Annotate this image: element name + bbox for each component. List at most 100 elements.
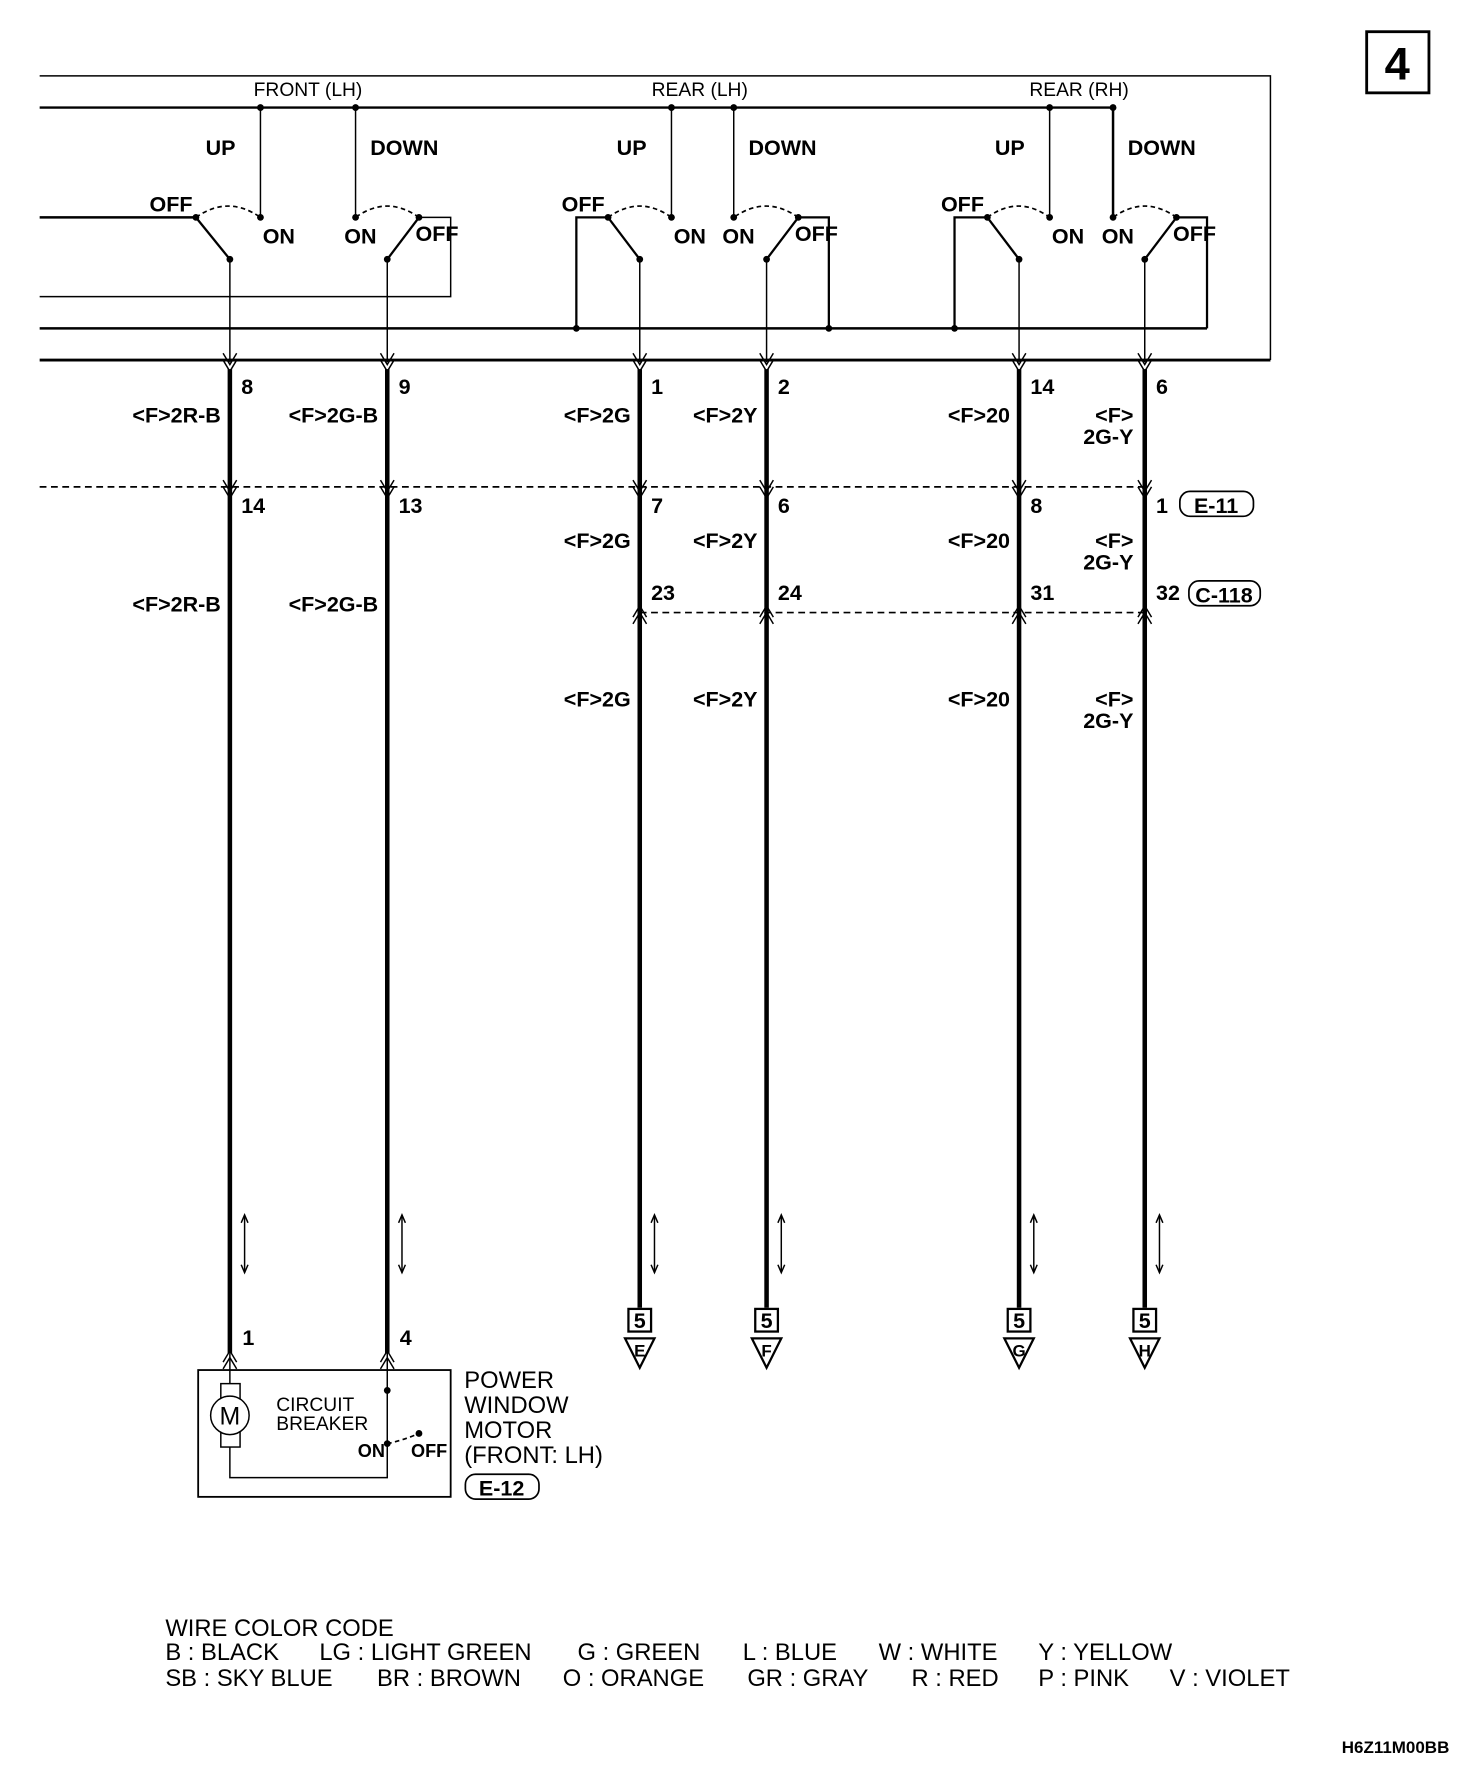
continuation-page: 5 bbox=[634, 1309, 646, 1333]
switch-travel-arc bbox=[733, 205, 799, 219]
motor-symbol: M bbox=[220, 1402, 241, 1430]
breaker-label: CIRCUIT bbox=[276, 1395, 354, 1416]
on-label: ON bbox=[674, 224, 706, 248]
breaker-label: BREAKER bbox=[276, 1414, 368, 1435]
junction-dot bbox=[257, 104, 264, 111]
connector-arrow bbox=[1137, 359, 1153, 373]
pin-number: 7 bbox=[651, 494, 663, 518]
junction-dot bbox=[572, 324, 580, 332]
continuation-page: 5 bbox=[1139, 1309, 1151, 1333]
pin-number: 6 bbox=[1156, 375, 1168, 399]
legend-item: GR : GRAY bbox=[747, 1665, 868, 1692]
pin-number: 9 bbox=[399, 375, 411, 399]
off-label: OFF bbox=[150, 193, 193, 217]
connector-arrow bbox=[1137, 486, 1153, 500]
connector-arrow bbox=[759, 611, 774, 625]
pin-number: 6 bbox=[778, 494, 790, 518]
legend-item: R : RED bbox=[912, 1665, 999, 1692]
legend-item: B : BLACK bbox=[165, 1639, 279, 1666]
connector-arrow bbox=[1137, 604, 1153, 618]
connector-arrow bbox=[759, 604, 774, 618]
continuation-letter: H bbox=[1139, 1341, 1151, 1360]
wire-color-label: <F> bbox=[1095, 403, 1133, 427]
switch-travel-arc bbox=[355, 205, 420, 219]
on-label: ON bbox=[1052, 224, 1084, 248]
continuation-letter: G bbox=[1012, 1341, 1025, 1360]
connector-arrow bbox=[379, 352, 395, 367]
pin-number: 1 bbox=[651, 375, 663, 399]
connector-e12-label: E-12 bbox=[479, 1477, 524, 1501]
connector-arrow bbox=[379, 479, 395, 493]
wire-color-label: <F>20 bbox=[948, 688, 1010, 712]
wire-color-label: <F>2Y bbox=[693, 529, 758, 553]
switch-direction-label: DOWN bbox=[1128, 136, 1196, 160]
pin-number: 1 bbox=[242, 1326, 254, 1350]
connector-arrow bbox=[222, 352, 238, 367]
legend-title: WIRE COLOR CODE bbox=[165, 1615, 393, 1642]
switch-travel-arc bbox=[607, 205, 672, 219]
motor-title: POWER bbox=[464, 1367, 554, 1394]
connector-arrow bbox=[1011, 486, 1027, 500]
wire-color-label: <F>2Y bbox=[693, 403, 758, 427]
connector-tag-e11 bbox=[1178, 490, 1255, 518]
connector-c118-label: C-118 bbox=[1195, 583, 1252, 607]
on-label: ON bbox=[722, 224, 754, 248]
connector-arrow bbox=[379, 1349, 395, 1363]
wire-color-legend: WIRE COLOR CODE B : BLACK LG : LIGHT GREE… bbox=[165, 1615, 1290, 1692]
pin-number: 31 bbox=[1030, 581, 1054, 605]
wire-color-label: <F>2G bbox=[564, 403, 631, 427]
legend-item: Y : YELLOW bbox=[1038, 1639, 1172, 1666]
switch-blade bbox=[386, 216, 420, 260]
connector-arrow bbox=[1011, 611, 1027, 625]
connector-arrow bbox=[222, 1349, 238, 1363]
pin-number: 4 bbox=[400, 1326, 412, 1350]
enclosure-edge bbox=[39, 75, 1272, 361]
wire-color-label: <F>2G-B bbox=[289, 592, 379, 616]
group-label-front-lh: FRONT (LH) bbox=[254, 80, 363, 101]
junction-dot bbox=[825, 324, 833, 332]
connector-tag-c118 bbox=[1188, 580, 1262, 607]
wire-color-label: <F>2R-B bbox=[132, 403, 220, 427]
off-label: OFF bbox=[941, 193, 984, 217]
motor-icon bbox=[209, 1395, 250, 1436]
legend-item: LG : LIGHT GREEN bbox=[319, 1639, 531, 1666]
connector-arrow bbox=[632, 604, 648, 618]
connector-arrow bbox=[379, 359, 395, 373]
pin-number: 1 bbox=[1156, 494, 1168, 518]
switch-direction-label: UP bbox=[995, 136, 1025, 160]
pin-number: 2 bbox=[778, 375, 790, 399]
wire-color-label: <F> bbox=[1095, 529, 1133, 553]
connector-arrow bbox=[1137, 352, 1153, 367]
connector-arrow bbox=[759, 352, 774, 367]
page-number-box bbox=[1365, 30, 1431, 95]
legend-item: V : VIOLET bbox=[1170, 1665, 1290, 1692]
legend-item: L : BLUE bbox=[743, 1639, 837, 1666]
wire-color-label: <F>20 bbox=[948, 403, 1010, 427]
continuation-box bbox=[627, 1307, 653, 1333]
connector-arrow bbox=[1137, 611, 1153, 625]
power-window-motor-front-lh: M CIRCUIT BREAKER ON OFF POWER WINDOW MO… bbox=[197, 1353, 603, 1501]
connector-arrow bbox=[632, 611, 648, 625]
continuation-page: 5 bbox=[1013, 1309, 1025, 1333]
switch-blade bbox=[765, 216, 800, 260]
continuation-box bbox=[1006, 1307, 1032, 1333]
pin-number: 14 bbox=[241, 494, 265, 518]
motor-title: MOTOR bbox=[464, 1417, 552, 1444]
wire-color-label: <F>2G bbox=[564, 688, 631, 712]
connector-arrow bbox=[632, 486, 648, 500]
switch-blade bbox=[986, 216, 1020, 260]
connector-arrow bbox=[1011, 479, 1027, 493]
junction-dot bbox=[352, 104, 359, 111]
switch-direction-label: UP bbox=[206, 136, 236, 160]
switch-blade bbox=[195, 216, 231, 261]
continuation-triangle bbox=[1128, 1337, 1162, 1371]
